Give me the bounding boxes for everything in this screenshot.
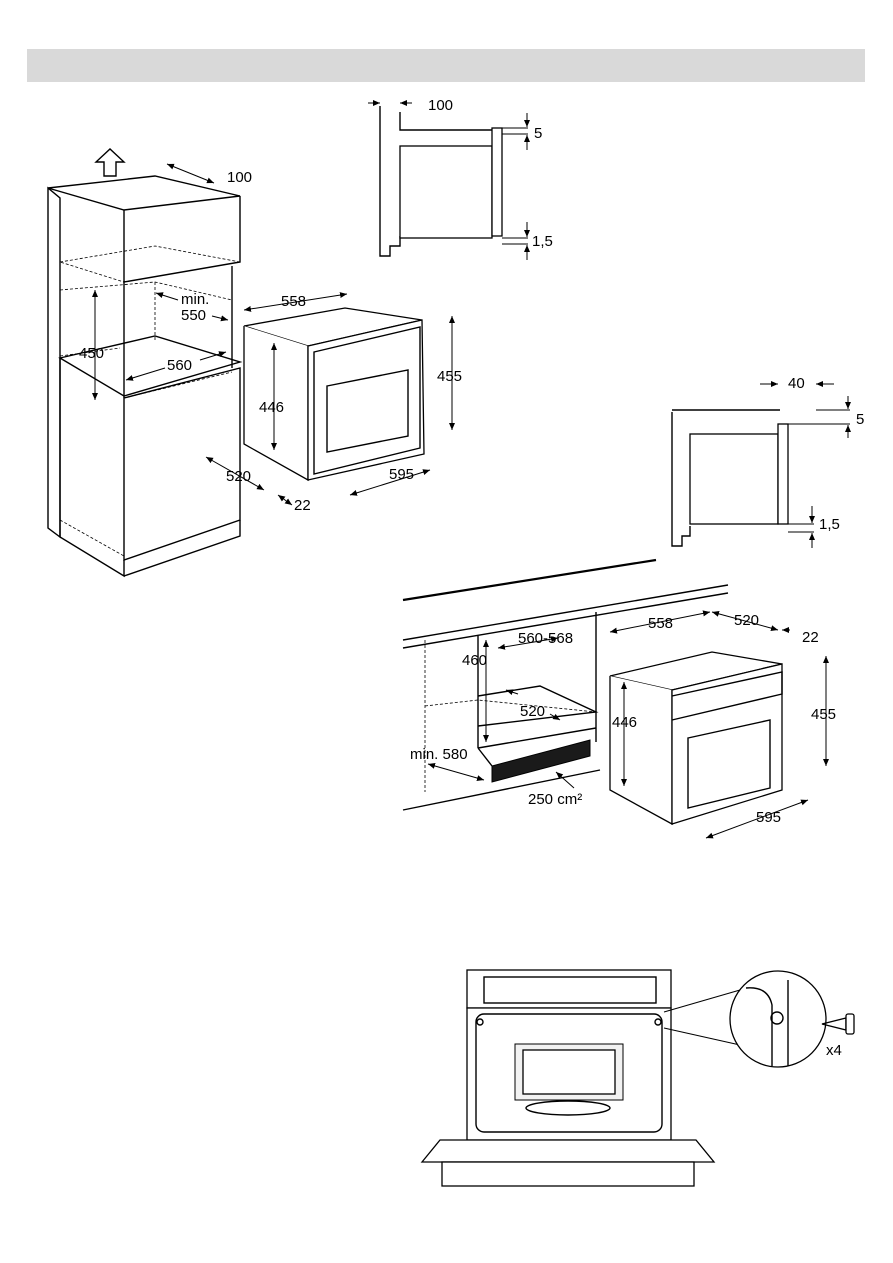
side-detail-right-figure: 40 5 1,5: [671, 375, 864, 548]
niche-min-label: min.: [181, 291, 209, 308]
uc-oven-body-depth-label: 520: [734, 612, 759, 629]
oven-door-depth-label: 22: [294, 497, 311, 514]
uc-oven-depth-label: 558: [648, 615, 673, 632]
oven-body-depth-label: 520: [226, 468, 251, 485]
section-header-bar: [27, 49, 865, 82]
side-detail-top-figure: 100 5 1,5: [368, 97, 553, 260]
screw-icon: [821, 1013, 855, 1035]
side-top-gap-label: 100: [428, 97, 453, 114]
niche-height-label: 450: [79, 345, 104, 362]
niche-width-label: 560: [167, 357, 192, 374]
oven-isometric-figure: 558 446 455 520 22 595: [205, 292, 462, 514]
uc-oven-total-height-label: 455: [811, 706, 836, 723]
uc-niche-width-label: 560-568: [518, 630, 573, 647]
uc-min-depth-label: min. 580: [410, 746, 468, 763]
screw-count-label: x4: [826, 1042, 842, 1059]
oven-total-height-label: 455: [437, 368, 462, 385]
oven-depth-label: 558: [281, 293, 306, 310]
uc-oven-body-height-label: 446: [612, 714, 637, 731]
cabinet-top-gap-label: 100: [227, 169, 252, 186]
niche-depth-label: 550: [181, 307, 206, 324]
undercounter-figure: 560-568 460 520 min. 580 250 cm² 558 520…: [402, 558, 836, 839]
side-top-offset-label: 5: [534, 125, 542, 142]
fixing-figure: x4: [420, 969, 855, 1187]
oven-body-height-label: 446: [259, 399, 284, 416]
uc-niche-depth-label: 520: [520, 703, 545, 720]
right-top-offset-label: 5: [856, 411, 864, 428]
side-bottom-offset-label: 1,5: [532, 233, 553, 250]
uc-door-depth-label: 22: [802, 629, 819, 646]
uc-oven-width-label: 595: [756, 809, 781, 826]
right-bottom-offset-label: 1,5: [819, 516, 840, 533]
right-top-gap-label: 40: [788, 375, 805, 392]
oven-width-label: 595: [389, 466, 414, 483]
uc-niche-height-label: 460: [462, 652, 487, 669]
tall-cabinet-figure: 100 450 min. 550 560: [47, 148, 252, 578]
uc-vent-area-label: 250 cm²: [528, 791, 582, 808]
ventilation-up-arrow-icon: [94, 148, 126, 177]
